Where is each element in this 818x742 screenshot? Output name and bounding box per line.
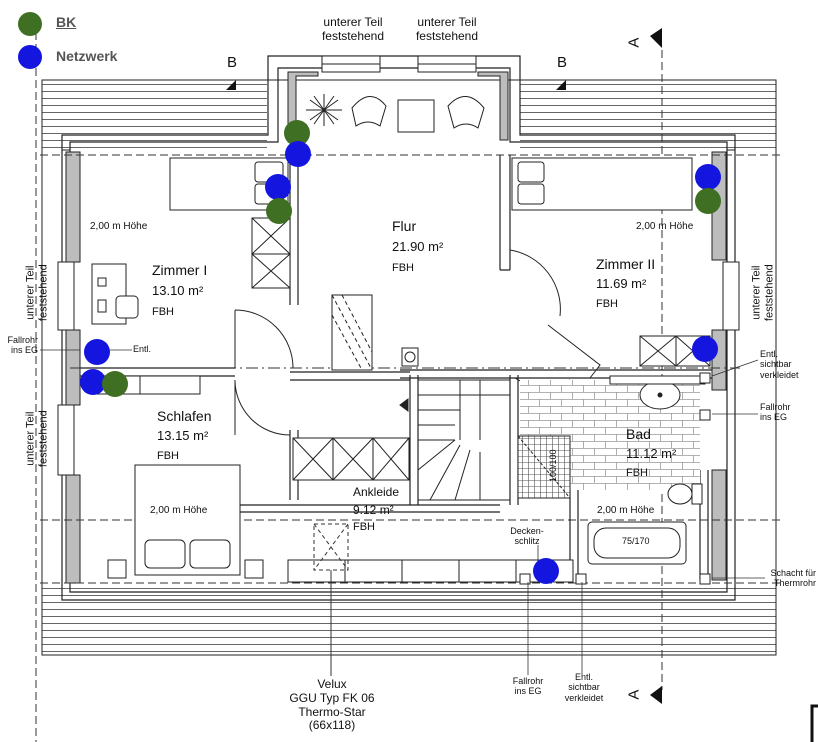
note-entl-right: Entl. sichtbar verkleidet (760, 349, 799, 380)
desk (91, 263, 139, 325)
room-bad-heating: FBH (626, 467, 648, 479)
velux-window (313, 523, 349, 676)
section-label-a-bottom: A (625, 689, 643, 700)
room-bad-area: 11.12 m² (626, 446, 677, 461)
room-zimmer1-heating: FBH (152, 306, 174, 318)
legend-bk-dot (18, 12, 42, 36)
netzwerk-marker (695, 164, 721, 190)
room-zimmer1-name: Zimmer I (152, 262, 208, 278)
room-schlafen-name: Schlafen (157, 408, 212, 424)
note-fallrohr-left: Fallrohr ins EG (7, 335, 38, 356)
note-velux: Velux GGU Typ FK 06 Thermo-Star (66x118) (289, 677, 375, 733)
legend-netzwerk-label: Netzwerk (56, 48, 118, 64)
height-schlafen: 2,00 m Höhe (150, 505, 208, 516)
room-flur-name: Flur (392, 218, 417, 234)
section-label-b-left: B (227, 54, 238, 71)
section-label-a-top: A (625, 37, 643, 48)
room-zimmer2-area: 11.69 m² (596, 276, 647, 291)
top-windows (321, 55, 477, 73)
side-window-right-label: unterer Teil feststehend (750, 264, 775, 322)
room-schlafen-area: 13.15 m² (157, 428, 209, 443)
note-schacht: Schacht für Thermrohr (770, 568, 816, 589)
note-entl-left: Entl. (133, 344, 152, 354)
height-zimmer1: 2,00 m Höhe (90, 221, 148, 232)
room-zimmer2-name: Zimmer II (596, 256, 656, 272)
netzwerk-marker (80, 369, 106, 395)
note-fallrohr-bottom: Fallrohr ins EG (512, 676, 544, 697)
height-zimmer2: 2,00 m Höhe (636, 221, 694, 232)
room-zimmer1-area: 13.10 m² (152, 283, 204, 298)
note-fallrohr-right: Fallrohr ins EG (760, 402, 791, 423)
side-windows (57, 261, 740, 476)
flur-furniture (306, 94, 485, 371)
outer-walls (61, 55, 736, 601)
bk-marker (266, 198, 292, 224)
netzwerk-marker (533, 558, 559, 584)
note-deckenschlitz: Decken- schlitz (510, 526, 544, 547)
section-markers (226, 28, 662, 704)
height-bad: 2,00 m Höhe (597, 505, 655, 516)
note-entl-bottom: Entl. sichtbar verkleidet (564, 672, 604, 703)
netzwerk-marker (84, 339, 110, 365)
frame-mark (810, 704, 818, 742)
side-window-left-lower-label: unterer Teil feststehend (24, 410, 49, 468)
note-tub-size: 75/170 (622, 536, 650, 546)
room-ankleide-heating: FBH (353, 521, 375, 533)
top-window-left-label: unterer Teil feststehend (321, 15, 385, 43)
legend-netzwerk-dot (18, 45, 42, 69)
bk-marker (695, 188, 721, 214)
room-schlafen-heating: FBH (157, 450, 179, 462)
room-ankleide-name: Ankleide (353, 485, 400, 499)
stairs (399, 347, 511, 501)
note-shower-size: 100/100 (548, 449, 558, 482)
room-flur-heating: FBH (392, 262, 414, 274)
bk-marker (102, 371, 128, 397)
top-window-right-label: unterer Teil feststehend (415, 15, 479, 43)
netzwerk-marker (265, 174, 291, 200)
room-bad-name: Bad (626, 426, 651, 442)
side-window-left-upper-label: unterer Teil feststehend (24, 264, 49, 322)
room-ankleide-area: 9.12 m² (353, 503, 394, 517)
wardrobes (89, 217, 711, 583)
netzwerk-marker (285, 141, 311, 167)
bathroom (517, 372, 711, 585)
section-label-b-right: B (557, 54, 568, 71)
netzwerk-marker (692, 336, 718, 362)
roof-eaves (41, 79, 777, 656)
room-flur-area: 21.90 m² (392, 239, 444, 254)
room-zimmer2-heating: FBH (596, 298, 618, 310)
legend-bk-label: BK (56, 14, 77, 30)
